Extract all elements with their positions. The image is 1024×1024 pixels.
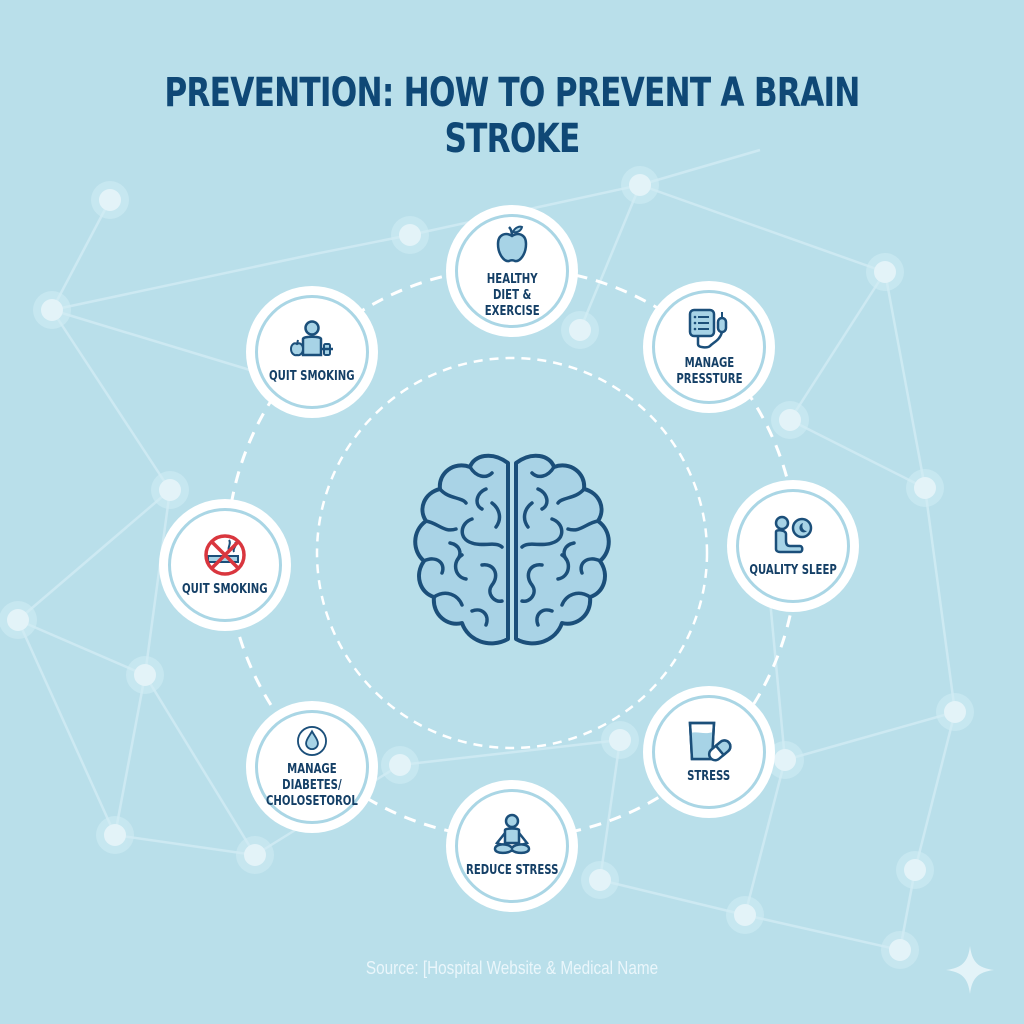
node-label: HEALTHY DIET & EXERCISE: [484, 272, 540, 319]
node-quit-smoking-person: QUIT SMOKING: [249, 289, 375, 415]
node-label: QUALITY SLEEP: [749, 563, 837, 578]
apple-icon: [496, 225, 528, 263]
node-label: MANAGE PRESSTURE: [675, 356, 743, 387]
blood-pressure-monitor-icon: [688, 308, 728, 349]
node-quality-sleep: QUALITY SLEEP: [730, 483, 856, 609]
node-stress: STRESS: [646, 689, 772, 815]
node-label: STRESS: [687, 769, 731, 784]
node-quit-smoking-no-smoke: QUIT SMOKING: [162, 502, 288, 628]
brain-icon: [413, 453, 611, 646]
node-manage-pressure: MANAGE PRESSTURE: [646, 284, 772, 410]
source-caption: Source: [Hospital Website & Medical Name: [365, 958, 659, 978]
page-title: PREVENTION: HOW TO PREVENT A BRAIN STROK…: [164, 70, 860, 162]
water-glass-pill-icon: [688, 721, 732, 762]
node-label: QUIT SMOKING: [182, 582, 268, 597]
sleep-person-moon-icon: [774, 515, 813, 554]
no-smoking-icon: [204, 534, 246, 576]
node-reduce-stress: REDUCE STRESS: [449, 783, 575, 909]
blood-drop-icon: [297, 726, 327, 756]
node-label: MANAGE DIABETES/ CHOLOSETOROL: [266, 762, 358, 809]
node-label: QUIT SMOKING: [269, 369, 355, 384]
person-apple-dumbbell-icon: [289, 320, 333, 357]
meditation-icon: [493, 813, 531, 855]
sparkle-icon: [946, 946, 994, 994]
node-healthy-diet: HEALTHY DIET & EXERCISE: [449, 208, 575, 334]
node-manage-diabetes: MANAGE DIABETES/ CHOLOSETOROL: [249, 704, 375, 830]
node-label: REDUCE STRESS: [465, 863, 559, 878]
